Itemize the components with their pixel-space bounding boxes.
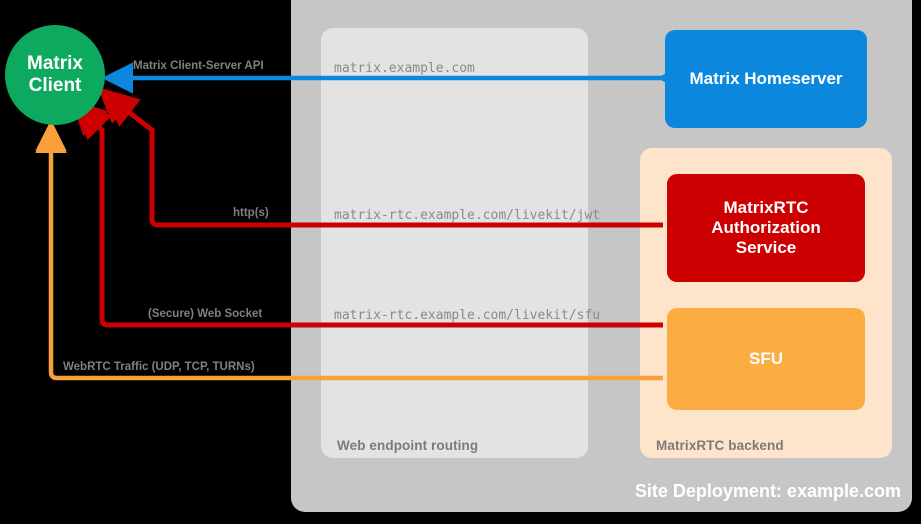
edge-label-webrtc-traffic: WebRTC Traffic (UDP, TCP, TURNs) [63, 361, 255, 373]
node-matrix-client[interactable]: Matrix Client [5, 25, 105, 125]
endpoint-livekit-jwt: matrix-rtc.example.com/livekit/jwt [334, 208, 601, 223]
matrixrtc-backend-caption: MatrixRTC backend [656, 438, 784, 453]
wire-webrtc-media [35, 121, 663, 381]
edge-label-secure-web-socket: (Secure) Web Socket [148, 308, 263, 320]
node-sfu[interactable]: SFU [667, 308, 865, 410]
edge-label-matrix-client-server-api: Matrix Client-Server API [133, 60, 264, 72]
site-deployment-caption: Site Deployment: example.com [634, 481, 901, 501]
endpoint-livekit-sfu: matrix-rtc.example.com/livekit/sfu [334, 308, 601, 323]
matrix-client-label-line2: Client [28, 75, 82, 96]
node-matrix-homeserver[interactable]: Matrix Homeserver [665, 30, 867, 128]
web-endpoint-routing-caption: Web endpoint routing [337, 438, 479, 453]
endpoint-matrix-example-com: matrix.example.com [334, 61, 475, 76]
wire-livekit-sfu [75, 103, 663, 328]
node-matrixrtc-authorization-service[interactable]: MatrixRTC Authorization Service [667, 174, 865, 282]
edge-label-https: http(s) [233, 207, 269, 219]
web-endpoint-routing-panel [321, 28, 588, 458]
sfu-label: SFU [749, 348, 783, 368]
auth-service-label-line3: Service [735, 238, 797, 258]
matrix-client-label-line1: Matrix [27, 52, 83, 74]
auth-service-label-line1: MatrixRTC [723, 197, 809, 217]
wire-livekit-jwt [102, 91, 663, 228]
auth-service-label-line2: Authorization [711, 217, 821, 237]
wire-livekit-jwt-client-head [97, 87, 136, 124]
matrix-homeserver-label: Matrix Homeserver [689, 68, 843, 88]
